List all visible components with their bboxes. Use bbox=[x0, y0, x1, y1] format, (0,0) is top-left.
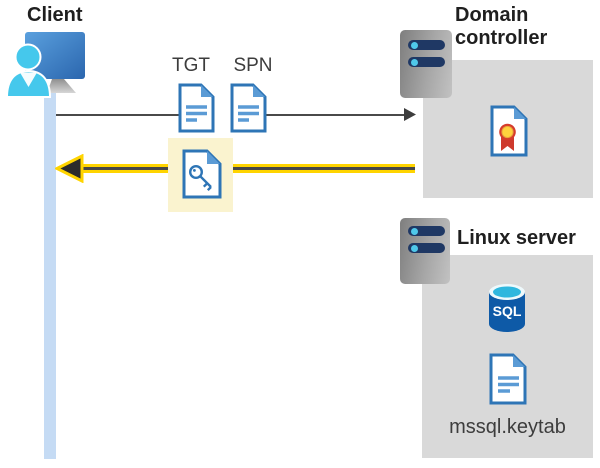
certificate-icon bbox=[490, 105, 528, 157]
client-lifeline bbox=[44, 93, 56, 459]
spn-label: SPN bbox=[233, 55, 273, 76]
spn-document-icon bbox=[230, 83, 267, 133]
request-arrow-line bbox=[266, 114, 404, 116]
monitor-stand-icon bbox=[47, 79, 76, 93]
domain-controller-server-icon bbox=[400, 30, 452, 98]
tgt-document-icon bbox=[178, 83, 215, 133]
request-arrowhead-icon bbox=[404, 108, 416, 121]
response-arrow-line bbox=[74, 164, 415, 173]
sql-database-icon: SQL bbox=[489, 284, 525, 332]
client-label: Client bbox=[27, 4, 83, 26]
response-arrowhead-icon bbox=[55, 154, 84, 183]
monitor-icon bbox=[25, 32, 85, 79]
linux-server-icon bbox=[400, 218, 450, 284]
tgt-label: TGT bbox=[172, 55, 210, 76]
client-workstation-icon bbox=[5, 32, 85, 98]
keytab-document-icon bbox=[489, 353, 527, 405]
domain-controller-label: Domain controller bbox=[455, 4, 548, 49]
keytab-file-label: mssql.keytab bbox=[449, 416, 566, 438]
service-ticket-key-icon bbox=[182, 149, 222, 199]
sql-text: SQL bbox=[493, 303, 522, 319]
request-arrow-line bbox=[56, 114, 179, 116]
linux-server-label: Linux server bbox=[457, 227, 576, 249]
